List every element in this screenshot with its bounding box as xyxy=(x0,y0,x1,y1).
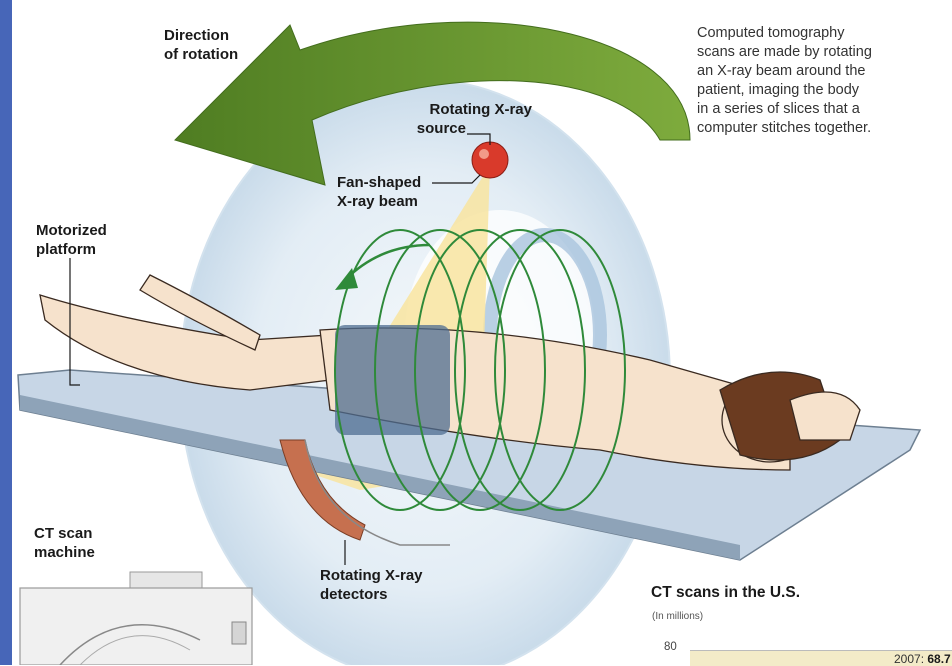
detectors-label-line1: Rotating X-ray xyxy=(320,566,423,585)
source-label-line1: Rotating X-ray xyxy=(386,100,532,119)
detectors-label: Rotating X-ray detectors xyxy=(320,566,423,604)
rotation-label-line2: of rotation xyxy=(164,45,238,64)
machine-label-line2: machine xyxy=(34,543,95,562)
xray-source-highlight xyxy=(479,149,489,159)
chart-point-value: 68.7 xyxy=(927,652,950,666)
chart-title: CT scans in the U.S. xyxy=(651,584,800,602)
chart-subtitle: (In millions) xyxy=(652,611,703,622)
beam-label: Fan-shaped X-ray beam xyxy=(337,173,421,211)
source-label-line2: source xyxy=(386,119,532,138)
machine-label: CT scan machine xyxy=(34,524,95,562)
rotation-label-line1: Direction xyxy=(164,26,238,45)
beam-label-line1: Fan-shaped xyxy=(337,173,421,192)
source-label: Rotating X-ray source xyxy=(386,100,532,138)
machine-label-line1: CT scan xyxy=(34,524,95,543)
description-line: patient, imaging the body xyxy=(697,81,947,100)
description-line: computer stitches together. xyxy=(697,119,947,138)
chart-y-tick: 80 xyxy=(664,641,677,653)
detectors-label-line2: detectors xyxy=(320,585,423,604)
description-text: Computed tomography scans are made by ro… xyxy=(697,24,947,138)
platform-label: Motorized platform xyxy=(36,221,107,259)
ct-machine-inset xyxy=(20,572,252,665)
platform-label-line1: Motorized xyxy=(36,221,107,240)
description-line: scans are made by rotating xyxy=(697,43,947,62)
rotation-label: Direction of rotation xyxy=(164,26,238,64)
abdomen-band xyxy=(335,325,450,435)
beam-label-line2: X-ray beam xyxy=(337,192,421,211)
description-line: in a series of slices that a xyxy=(697,100,947,119)
description-line: Computed tomography xyxy=(697,24,947,43)
chart-point-label: 2007: 68.7 xyxy=(894,652,951,666)
xray-source xyxy=(472,142,508,178)
chart-point-year: 2007: xyxy=(894,652,924,666)
description-line: an X-ray beam around the xyxy=(697,62,947,81)
platform-label-line2: platform xyxy=(36,240,107,259)
